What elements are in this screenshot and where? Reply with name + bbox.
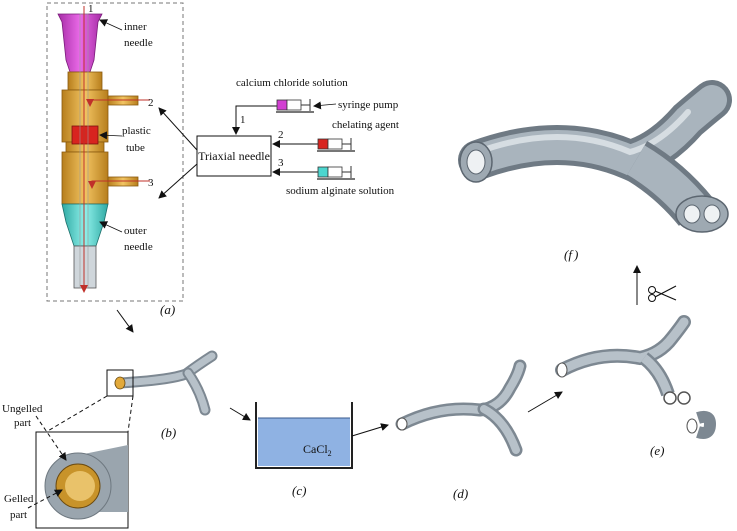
input-3-number: 3 (278, 157, 284, 169)
outer-needle-tip (73, 245, 97, 289)
cacl2-label: CaCl2 (303, 442, 332, 458)
ungelled-label-1: Ungelled (2, 403, 43, 415)
c-to-d-arrow (351, 423, 389, 437)
zoom-line-right (127, 395, 134, 433)
zoom-line-left (45, 395, 108, 433)
plastic-tube-pointer (99, 131, 123, 140)
scissors-handle-1 (648, 286, 656, 294)
scissors-blade-2 (654, 285, 677, 298)
body-upper (67, 71, 103, 91)
fibre-b-end (114, 376, 126, 390)
outer-needle-pointer (99, 221, 123, 233)
bath-water (258, 418, 350, 466)
inner-needle-pointer (99, 19, 123, 31)
zoom-core (65, 471, 95, 501)
panel-f: (f) (458, 80, 732, 262)
zoom-source-box (106, 369, 134, 397)
cut-off-tip-end (686, 418, 698, 434)
flow-arrow-port-3 (88, 180, 150, 189)
fibre-d-branch-1-highlight (398, 362, 524, 428)
chelating-label: chelating agent (332, 119, 399, 131)
line-input-1 (232, 105, 277, 135)
plastic-tube-label-2: tube (126, 142, 145, 154)
fibre-f-lumen-2 (703, 204, 721, 224)
panel-a-label: (a) (160, 302, 175, 317)
body-lower (61, 151, 109, 205)
ungelled-pointer (35, 415, 67, 461)
needle-assembly: 1 2 3 inner needle plastic tube outer ne… (46, 2, 184, 317)
a-to-b-arrow (116, 309, 134, 333)
outer-needle-hub (61, 203, 109, 247)
cacl-text: CaCl (303, 442, 328, 456)
panel-e: (e) (555, 265, 717, 458)
panel-f-letter: f (568, 247, 574, 262)
bath-container (255, 402, 353, 469)
triaxial-needle-label: Triaxial needle (198, 149, 270, 163)
needle-axis-number: 1 (88, 3, 94, 15)
alginate-label: sodium alginate solution (286, 185, 395, 197)
syringe-3-fluid (317, 166, 329, 178)
fibre-f-lumen-1 (683, 204, 701, 224)
panel-d-label: (d) (453, 486, 468, 501)
d-to-e-arrow (527, 391, 563, 413)
gelled-label-1: Gelled (4, 493, 34, 505)
syringe-1-fluid (276, 99, 288, 111)
box-to-port-2-arrow (158, 107, 198, 151)
ungelled-label-2: part (14, 417, 31, 429)
panel-f-open: ( (564, 247, 569, 262)
syringe-3-barrel (327, 166, 343, 178)
gelled-label-2: part (10, 509, 27, 521)
b-to-c-arrow (229, 407, 251, 421)
panel-c-label: (c) (292, 483, 306, 498)
outer-needle-label-1: outer (124, 225, 147, 237)
fibre-e-end (556, 362, 568, 378)
input-1-number: 1 (240, 114, 246, 126)
inner-needle-label-2: needle (124, 37, 153, 49)
panel-c: CaCl2 (c) (229, 402, 389, 498)
port-3-number: 3 (148, 177, 154, 189)
cacl-subscript: 2 (328, 449, 332, 458)
syringe-2-fluid (317, 138, 329, 150)
panel-b-label: (b) (161, 425, 176, 440)
fibre-d-branch-2-highlight (480, 405, 520, 454)
scissors-icon (648, 285, 677, 302)
port-2-number: 2 (148, 97, 154, 109)
fibre-f-end-lumen (466, 149, 486, 175)
cut-off-tip (696, 410, 717, 439)
fibre-e-cut-end-1 (663, 391, 677, 405)
box-to-port-3-arrow (158, 163, 198, 199)
fibre-f-branch-1-highlight (475, 109, 691, 156)
panel-e-label: (e) (650, 443, 664, 458)
inner-needle-label-1: inner (124, 21, 147, 33)
pump-schematic: Triaxial needle 1 calcium chloride solut… (158, 77, 399, 199)
fibre-d-end (396, 417, 408, 431)
plastic-tube-label-1: plastic (122, 125, 151, 137)
syringe-pump-label: syringe pump (338, 99, 399, 111)
panel-b: (b) Ungelled part Gelled part (2, 309, 218, 529)
flow-arrow-port-2 (86, 99, 150, 107)
pump-pointer (313, 101, 337, 110)
panel-f-label: (f) (564, 247, 578, 262)
triaxial-needle-box (196, 135, 272, 177)
panel-d: (d) (395, 359, 563, 501)
scissors-blade-1 (654, 290, 677, 301)
outer-needle-label-2: needle (124, 241, 153, 253)
syringe-2-barrel (327, 138, 343, 150)
fibre-f-cut-face (675, 195, 729, 233)
syringe-1-barrel (286, 99, 302, 111)
scissors-handle-2 (648, 294, 656, 302)
input-2-number: 2 (278, 129, 284, 141)
fibre-b-branch-2-highlight (184, 369, 209, 414)
fibre-e-branch-1-highlight (557, 317, 689, 375)
calcium-label: calcium chloride solution (236, 77, 348, 89)
panel-f-close: ) (573, 247, 578, 262)
plastic-tube (71, 125, 99, 145)
fibre-e-cut-end-2 (677, 391, 691, 405)
fibre-e-branch-2-highlight (641, 354, 673, 396)
